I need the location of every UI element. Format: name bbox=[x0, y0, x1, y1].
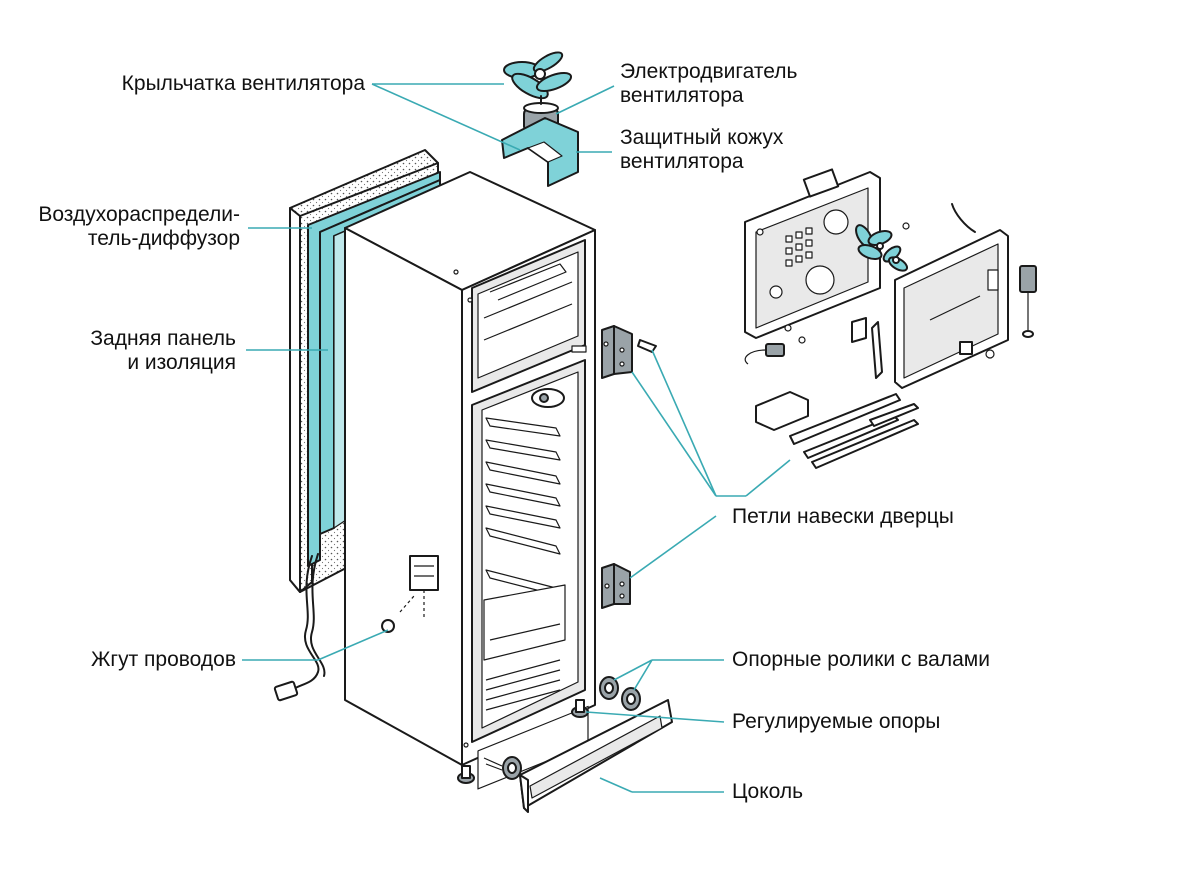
support-rollers bbox=[483, 676, 641, 780]
label-door-hinges: Петли навески дверцы bbox=[732, 505, 954, 528]
callout-hinge-upper bbox=[631, 371, 717, 497]
callout-rollers-a bbox=[613, 659, 653, 681]
label-fan-guard: Защитный кожух вентилятора bbox=[620, 126, 784, 173]
small-electrical-parts bbox=[744, 222, 1037, 469]
callout-plinth bbox=[599, 777, 633, 793]
adjustable-feet bbox=[457, 699, 589, 784]
label-wiring-harness: Жгут проводов bbox=[91, 648, 236, 671]
fan-impeller-part bbox=[503, 51, 573, 100]
label-air-diffuser: Воздухораспредели- тель-диффузор bbox=[38, 203, 240, 250]
callout-lines bbox=[242, 83, 791, 793]
refrigerator-cabinet bbox=[344, 171, 596, 790]
label-fan-impeller: Крыльчатка вентилятора bbox=[121, 72, 365, 95]
callout-fan-impeller-guard bbox=[371, 83, 521, 151]
callout-fan-motor bbox=[555, 85, 615, 115]
upper-door-hinge bbox=[601, 325, 657, 379]
base-plinth bbox=[519, 699, 673, 813]
callout-hinge-lower bbox=[629, 515, 717, 579]
label-adjustable-feet: Регулируемые опоры bbox=[732, 710, 941, 733]
callout-feet bbox=[585, 711, 725, 723]
lower-door-hinge bbox=[601, 563, 631, 609]
callout-hinge-screw bbox=[651, 349, 717, 497]
fan-guard-part bbox=[501, 117, 579, 187]
electronics-cover-part bbox=[894, 203, 1009, 389]
label-base-plinth: Цоколь bbox=[732, 780, 804, 803]
wiring-harness bbox=[273, 553, 326, 702]
label-back-panel: Задняя панель и изоляция bbox=[90, 327, 236, 374]
callout-wiring-harness-b bbox=[317, 629, 389, 661]
control-panel-part bbox=[744, 168, 881, 339]
label-rollers: Опорные ролики с валами bbox=[732, 648, 990, 671]
label-fan-motor: Электродвигатель вентилятора bbox=[620, 60, 798, 107]
control-panel-fan bbox=[855, 224, 909, 272]
callout-rollers-b bbox=[633, 659, 653, 691]
callout-hinge-panel bbox=[745, 459, 791, 497]
